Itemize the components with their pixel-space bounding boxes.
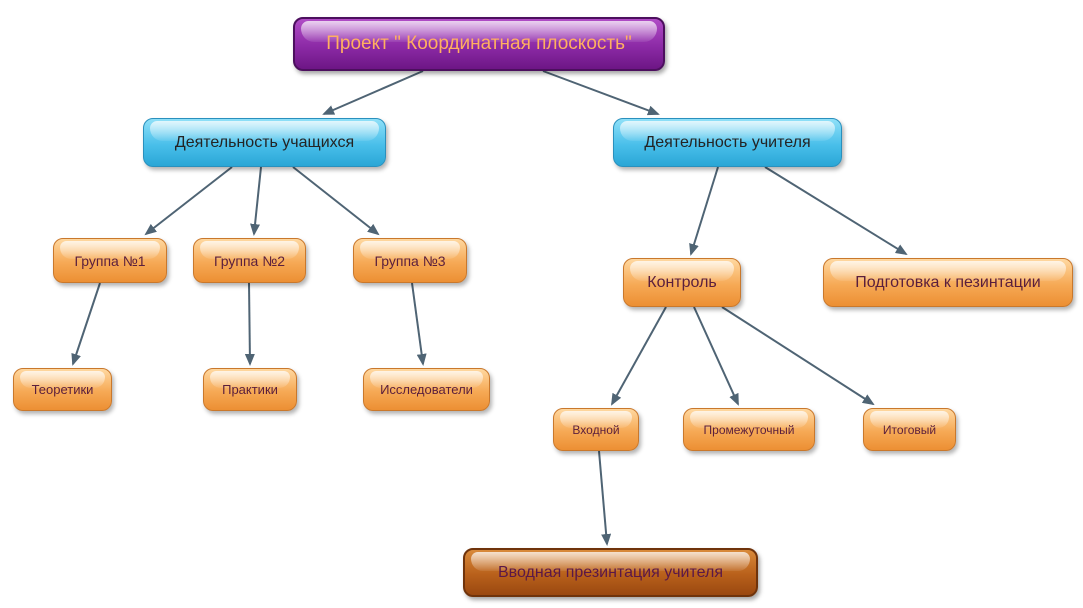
final-control-label: Итоговый bbox=[882, 422, 937, 437]
students-to-group2-arrow bbox=[250, 166, 262, 236]
interim-control-label: Промежуточный bbox=[703, 422, 795, 437]
final-control-node: Итоговый bbox=[863, 408, 956, 451]
researchers-node: Исследователи bbox=[363, 368, 490, 411]
intro-presentation-label: Вводная презинтация учителя bbox=[498, 563, 723, 581]
students-node: Деятельность учащихся bbox=[143, 118, 386, 167]
entry-to-presentation-arrow bbox=[598, 450, 612, 546]
entry-control-node: Входной bbox=[553, 408, 639, 451]
group3-to-researchers-arrow bbox=[411, 282, 427, 366]
teacher-node: Деятельность учителя bbox=[613, 118, 842, 167]
group-1-label: Группа №1 bbox=[74, 252, 146, 269]
group1-to-theorists-arrow bbox=[71, 282, 101, 366]
theorists-label: Теоретики bbox=[31, 382, 94, 397]
students-label: Деятельность учащихся bbox=[174, 133, 355, 151]
control-node: Контроль bbox=[623, 258, 741, 307]
preparation-node: Подготовка к пезинтации bbox=[823, 258, 1073, 307]
students-to-group1-arrow bbox=[144, 166, 233, 236]
control-to-interim-arrow bbox=[693, 306, 739, 406]
group-3-node: Группа №3 bbox=[353, 238, 467, 283]
control-to-final-arrow bbox=[721, 306, 875, 406]
root-node: Проект " Координатная плоскость" bbox=[293, 17, 665, 71]
root-label: Проект " Координатная плоскость" bbox=[326, 33, 632, 54]
teacher-to-control-arrow bbox=[689, 166, 719, 256]
group-1-node: Группа №1 bbox=[53, 238, 167, 283]
group-3-label: Группа №3 bbox=[374, 252, 446, 269]
intro-presentation-node: Вводная презинтация учителя bbox=[463, 548, 758, 597]
group-2-node: Группа №2 bbox=[193, 238, 306, 283]
students-to-group3-arrow bbox=[292, 166, 380, 236]
control-to-entry-arrow bbox=[611, 306, 667, 406]
theorists-node: Теоретики bbox=[13, 368, 112, 411]
teacher-to-preparation-arrow bbox=[764, 166, 908, 256]
preparation-label: Подготовка к пезинтации bbox=[855, 273, 1041, 291]
practitioners-node: Практики bbox=[203, 368, 297, 411]
teacher-label: Деятельность учителя bbox=[644, 133, 811, 151]
group2-to-practitioners-arrow bbox=[244, 282, 255, 366]
researchers-label: Исследователи bbox=[380, 382, 473, 397]
control-label: Контроль bbox=[647, 273, 717, 291]
entry-control-label: Входной bbox=[572, 422, 620, 437]
group-2-label: Группа №2 bbox=[213, 252, 286, 269]
root-to-students-arrow bbox=[322, 70, 424, 115]
interim-control-node: Промежуточный bbox=[683, 408, 815, 451]
practitioners-label: Практики bbox=[222, 382, 278, 397]
root-to-teacher-arrow bbox=[542, 70, 660, 116]
